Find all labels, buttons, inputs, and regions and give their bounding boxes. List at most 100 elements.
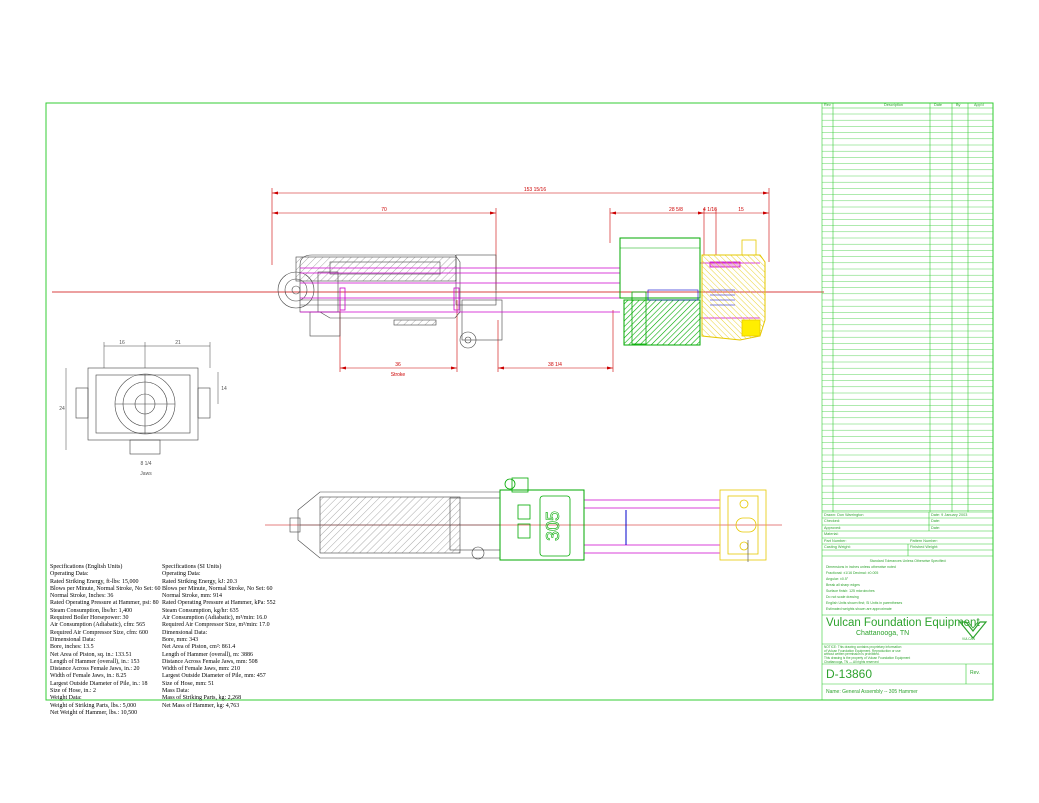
spec-line: Mass Data: bbox=[162, 688, 190, 695]
company-location: Chattanooga, TN bbox=[856, 630, 910, 637]
specs-si-block: Specifications (SI Units)Operating Data:… bbox=[162, 564, 276, 710]
title-block bbox=[821, 102, 994, 701]
rev-col-description: Description bbox=[884, 103, 903, 107]
spec-line: Blows per Minute, Normal Stroke, No Set:… bbox=[50, 585, 161, 592]
cylinder-number: 305 bbox=[543, 511, 563, 541]
drawn-date: Date: 9 January 2003 bbox=[931, 513, 968, 517]
plan-view: 305 bbox=[265, 477, 782, 562]
spec-line: Mass of Striking Parts, kg: 2,268 bbox=[162, 695, 242, 702]
spec-line: Size of Hose, mm: 51 bbox=[162, 680, 215, 687]
spec-line: Net Area of Piston, sq. in.: 133.51 bbox=[50, 651, 132, 658]
checked-date: Date: bbox=[931, 519, 941, 523]
spec-line: Length of Hammer (overall), in.: 153 bbox=[50, 658, 140, 665]
cylinder-section bbox=[619, 237, 701, 346]
end-view: 16 21 24 14 8 1/4 Jaws bbox=[59, 340, 227, 477]
spec-line: Rated Striking Energy, ft-lbs: 15,000 bbox=[50, 578, 139, 585]
part-number: Part Number: bbox=[824, 539, 847, 543]
rev-col-rev: Rev bbox=[824, 103, 831, 107]
spec-line: Weight of Striking Parts, lbs.: 5,000 bbox=[50, 702, 137, 709]
spec-line: Dimensional Data: bbox=[50, 636, 96, 643]
dim-4: 4 1/16 bbox=[703, 207, 717, 213]
drawn-by: Drawn: Don Warrington bbox=[824, 513, 864, 517]
spec-line: Specifications (English Units) bbox=[50, 564, 123, 570]
material: Material: bbox=[824, 532, 839, 536]
end-dim-d: 14 bbox=[221, 386, 227, 392]
end-dim-b: 21 bbox=[175, 340, 181, 346]
spec-line: Normal Stroke, Inches: 36 bbox=[50, 593, 114, 600]
spec-line: Required Air Compressor Size, m³/min: 17… bbox=[162, 622, 270, 629]
note-line: Angular: ±0.5° bbox=[826, 577, 849, 581]
spec-line: Distance Across Female Jaws, in.: 20 bbox=[50, 666, 140, 673]
note-line: Fractional: ±1/16 Decimal: ±0.005 bbox=[826, 571, 879, 575]
spec-line: Specifications (SI Units) bbox=[162, 564, 222, 570]
rev-col-date: Date bbox=[934, 103, 943, 107]
end-jaws-label: Jaws bbox=[140, 471, 152, 477]
notice-line: This drawing is the property of Vulcan F… bbox=[824, 656, 911, 661]
dim-38: 38 1/4 bbox=[548, 362, 562, 368]
spec-line: Largest Outside Diameter of Pile, mm: 45… bbox=[162, 673, 266, 680]
note-line: Estimated weights shown are approximate bbox=[826, 607, 892, 611]
approved-by: Approved: bbox=[824, 526, 842, 530]
logo-icon bbox=[958, 621, 988, 639]
tolerance-notes: Standard Tolerances Unless Otherwise Spe… bbox=[826, 558, 990, 612]
spec-line: Required Air Compressor Size, cfm: 600 bbox=[50, 629, 148, 636]
spec-line: Blows per Minute, Normal Stroke, No Set:… bbox=[162, 585, 273, 592]
vulcan-logo: VULCAN bbox=[958, 618, 988, 642]
note-line: Standard Tolerances Unless Otherwise Spe… bbox=[869, 559, 947, 563]
spec-line: Air Consumption (Adiabatic), cfm: 565 bbox=[50, 622, 146, 629]
rev-col-appd: App'd bbox=[974, 103, 984, 107]
spec-line: Air Consumption (Adiabatic), m³/min: 16.… bbox=[162, 615, 267, 622]
spec-line: Width of Female Jaws, in.: 8.25 bbox=[50, 673, 127, 680]
dim-70: 70 bbox=[381, 207, 387, 213]
spec-line: Steam Consumption, kg/hr: 635 bbox=[162, 607, 239, 614]
end-dim-a: 16 bbox=[119, 340, 125, 346]
note-line: Surface finish: 125 microinches bbox=[826, 589, 875, 593]
revision-header-row: Rev Description Date By App'd bbox=[822, 103, 993, 108]
note-line: Break all sharp edges bbox=[826, 583, 860, 587]
spec-line: Length of Hammer (overall), m: 3886 bbox=[162, 651, 253, 658]
spec-line: Bore, inches: 13.5 bbox=[50, 644, 94, 651]
drawing-name: Name: General Assembly -- 305 Hammer bbox=[826, 689, 918, 695]
spec-line: Rated Operating Pressure at Hammer, kPa:… bbox=[162, 600, 276, 607]
dim-15: 15 bbox=[738, 207, 744, 213]
dim-overall: 153 15/16 bbox=[524, 187, 546, 193]
spec-line: Operating Data: bbox=[162, 571, 201, 578]
notice-line: without written permission is prohibited… bbox=[824, 652, 880, 657]
company-name: Vulcan Foundation Equipment bbox=[826, 617, 980, 629]
dim-36: 36 bbox=[395, 362, 401, 368]
spec-line: Required Boiler Horsepower: 30 bbox=[50, 615, 129, 622]
spec-line: Net Mass of Hammer, kg: 4,763 bbox=[162, 702, 240, 709]
notice-line: NOTICE: This drawing contains proprietar… bbox=[824, 645, 902, 649]
spec-line: Dimensional Data: bbox=[162, 629, 208, 636]
spec-line: Bore, mm: 343 bbox=[162, 636, 199, 643]
note-line: Do not scale drawing bbox=[826, 595, 859, 599]
spec-line: Weight Data: bbox=[50, 695, 82, 702]
spec-line: Normal Stroke, mm: 914 bbox=[162, 593, 222, 600]
checked-by: Checked: bbox=[824, 519, 841, 523]
spec-line: Net Weight of Hammer, lbs.: 10,500 bbox=[50, 709, 138, 716]
spec-line: Largest Outside Diameter of Pile, in.: 1… bbox=[50, 680, 148, 687]
dim-stroke-label: Stroke bbox=[391, 372, 406, 378]
side-elevation-view: 153 15/16 70 28 5/8 4 1/16 15 36 Stroke … bbox=[52, 187, 824, 378]
note-line: English Units shown first; SI Units in p… bbox=[826, 601, 903, 605]
dim-28: 28 5/8 bbox=[669, 207, 683, 213]
notice-line: of Vulcan Foundation Equipment. Reproduc… bbox=[824, 648, 901, 653]
spec-line: Size of Hose, in.: 2 bbox=[50, 688, 96, 695]
note-line: Dimensions in inches unless otherwise no… bbox=[826, 565, 896, 569]
spec-line: Width of Female Jaws, mm: 210 bbox=[162, 666, 241, 673]
drawing-number: D-13860 bbox=[826, 667, 873, 681]
spec-line: Rated Operating Pressure at Hammer, psi:… bbox=[50, 600, 159, 607]
spec-line: Rated Striking Energy, kJ: 20.3 bbox=[162, 578, 238, 585]
spec-line: Distance Across Female Jaws, mm: 508 bbox=[162, 658, 258, 665]
spec-line: Steam Consumption, lbs/hr: 1,400 bbox=[50, 607, 133, 614]
female-jaws-side bbox=[701, 239, 766, 341]
female-jaws-plan bbox=[719, 489, 767, 561]
end-dim-c: 24 bbox=[59, 406, 65, 412]
notice-line: Chattanooga, TN — All rights reserved bbox=[824, 659, 879, 664]
specs-english-block: Specifications (English Units)Operating … bbox=[50, 564, 161, 717]
approved-date: Date: bbox=[931, 526, 941, 530]
spec-line: Net Area of Piston, cm²: 861.4 bbox=[162, 644, 236, 651]
casting-weight: Casting Weight: bbox=[824, 545, 851, 549]
proprietary-notice: NOTICE: This drawing contains proprietar… bbox=[824, 645, 990, 665]
